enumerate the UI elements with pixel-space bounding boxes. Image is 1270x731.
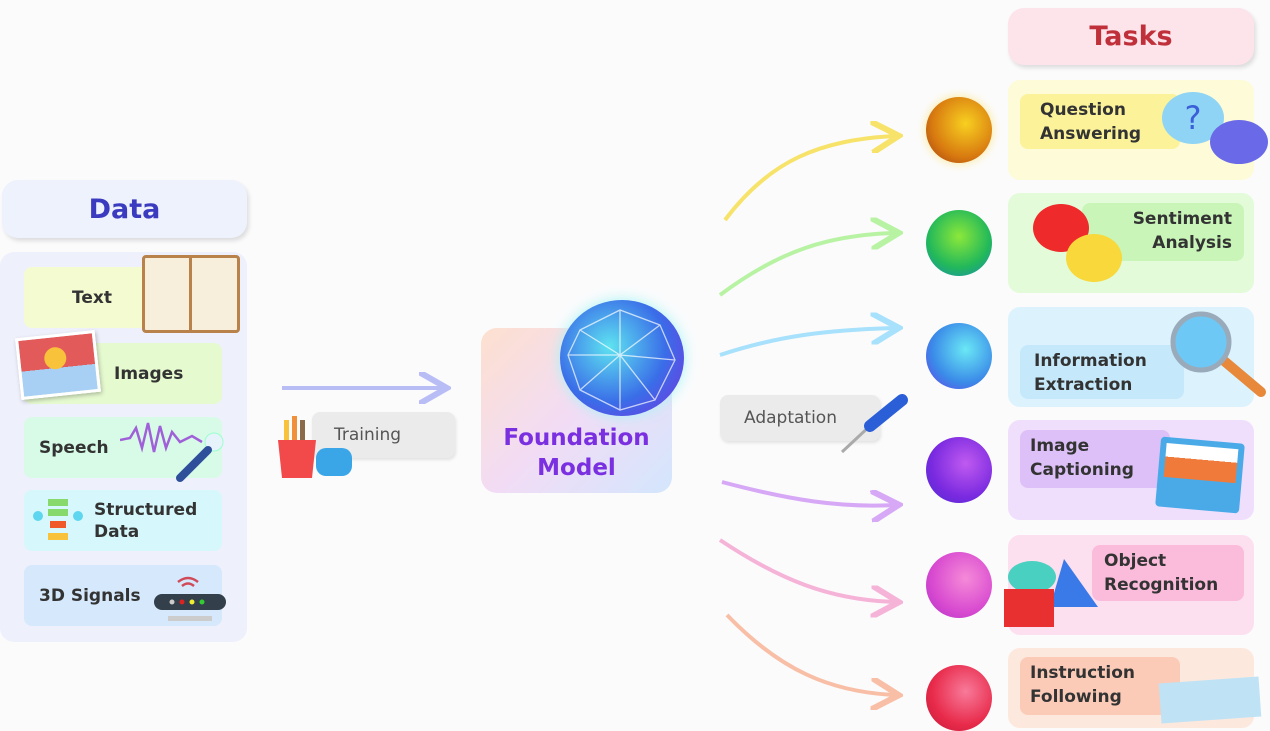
arrow-captioning (721, 480, 895, 506)
task-line-2: Analysis (1152, 233, 1232, 253)
model-line-1: Foundation (503, 425, 650, 451)
task-line-2: Extraction (1034, 375, 1133, 395)
3d-shapes-icon (1004, 559, 1098, 627)
microphone-waveform-icon (120, 422, 224, 482)
foundation-model-sphere-icon (560, 300, 684, 416)
chat-bubble-icon (1210, 120, 1268, 164)
task-line-1: Object (1104, 551, 1167, 571)
images-icon (14, 329, 102, 401)
data-item-speech: Speech (24, 417, 222, 478)
data-item-label: Speech (39, 437, 109, 458)
question-bubble-icon: ? (1162, 92, 1224, 144)
data-item-label: Images (114, 363, 184, 384)
sphere-icon-captioning (926, 437, 992, 503)
sphere-icon-sentiment (926, 210, 992, 276)
book-icon (142, 255, 240, 333)
task-line-1: Image (1030, 436, 1090, 456)
task-line-2: Captioning (1030, 460, 1134, 480)
task-line-2: Recognition (1104, 575, 1219, 595)
task-line-2: Answering (1040, 124, 1142, 144)
data-item-label: 3D Signals (39, 585, 141, 606)
tasks-header: Tasks (1008, 8, 1254, 65)
arrow-qa (723, 136, 895, 222)
sphere-icon-object (926, 552, 992, 618)
data-item-label: Structured Data (94, 499, 198, 542)
task-line-1: Instruction (1030, 663, 1135, 683)
task-line-1: Information (1034, 351, 1147, 371)
training-text: Training (334, 425, 402, 445)
flowchart-icon (33, 499, 83, 540)
adaptation-text: Adaptation (744, 408, 837, 428)
sphere-icon-instruction (926, 665, 992, 731)
sphere-icon-ie (926, 323, 992, 389)
router-icon (154, 576, 226, 621)
map-icon (1158, 676, 1262, 724)
data-item-label: Text (72, 287, 112, 308)
model-line-2: Model (537, 455, 616, 481)
arrow-object (718, 538, 895, 602)
happy-face-icon (1066, 234, 1122, 282)
task-line-1: Question (1040, 100, 1126, 120)
screwdriver-icon (840, 394, 908, 454)
arrows-layer (282, 0, 1270, 715)
sphere-icon-qa (926, 97, 992, 163)
picture-caption-icon (1155, 436, 1245, 514)
task-line-2: Following (1030, 687, 1122, 707)
data-header: Data (2, 180, 247, 238)
arrow-ie (719, 328, 895, 357)
arrow-instruction (725, 613, 895, 695)
arrow-sentiment (718, 233, 895, 297)
adaptation-label: Adaptation (720, 395, 880, 441)
magnifier-icon (1170, 311, 1266, 397)
task-line-1: Sentiment (1132, 209, 1232, 229)
training-tools-icon (278, 416, 352, 478)
